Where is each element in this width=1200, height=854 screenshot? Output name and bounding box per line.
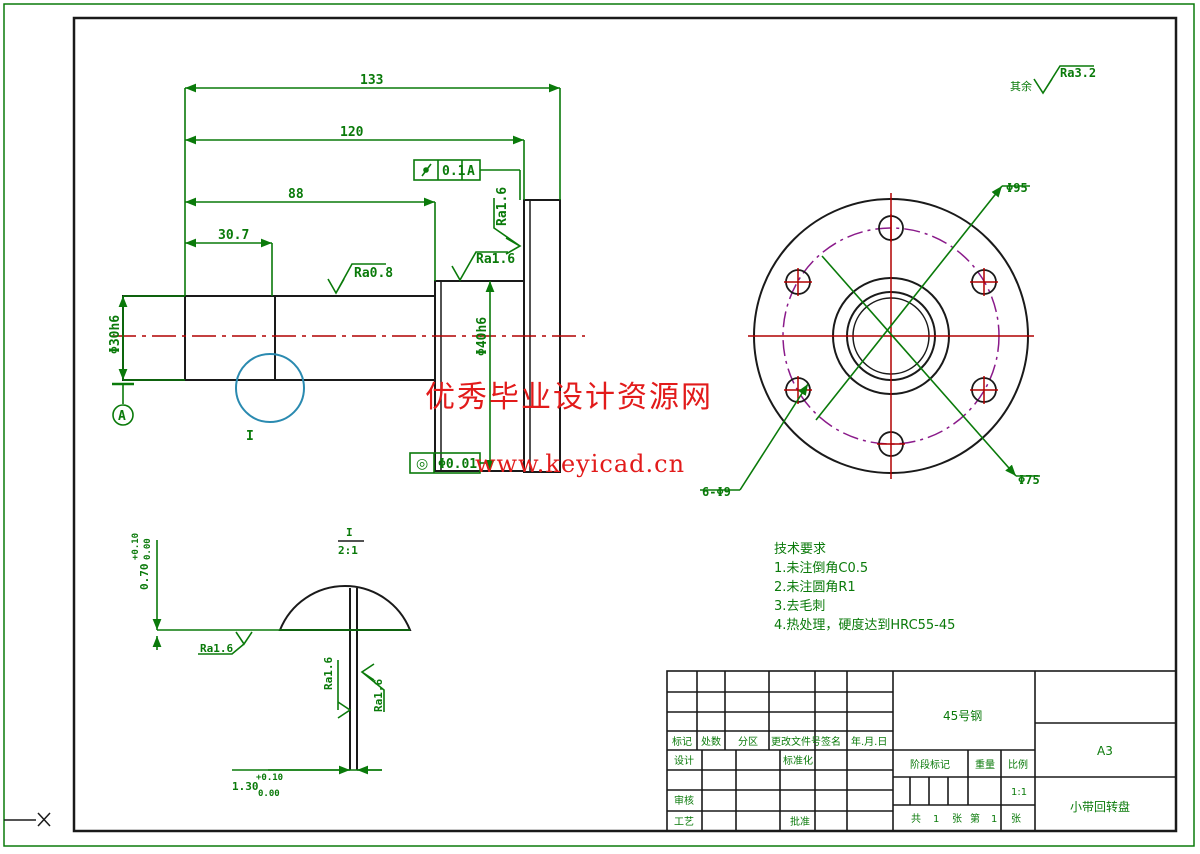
tb-scale-label: 比例 — [1008, 758, 1028, 771]
sheet-border-outer — [3, 3, 1195, 847]
tb-craft: 工艺 — [674, 816, 694, 828]
tb-header-0: 标记 — [672, 736, 692, 748]
detail-roughness-3: Ra1.6 — [372, 679, 385, 712]
tb-part-name: 小带回转盘 — [1070, 799, 1130, 814]
tech-heading: 技术要求 — [774, 542, 826, 557]
tb-weight: 重量 — [975, 758, 995, 771]
runout-value: 0.1 — [442, 164, 466, 179]
detail-circle — [235, 353, 305, 423]
tb-sheet-0: 共 — [911, 813, 921, 825]
detail-title: I — [346, 526, 353, 539]
dim-133: 133 — [360, 73, 383, 88]
dim-diameter-mid: Φ40h6 — [475, 317, 490, 356]
tb-material: 45号钢 — [943, 709, 982, 723]
shaft-front-view — [112, 199, 585, 473]
roughness-ra08: Ra0.8 — [354, 266, 393, 281]
coaxial-value: Φ0.01 — [438, 457, 477, 472]
tech-item-3: 3.去毛刺 — [774, 599, 825, 614]
title-block-text: 标记 处数 分区 更改文件号 签名 年.月.日 设计 标准化 审核 工艺 批准 … — [672, 735, 1028, 828]
tb-header-5: 年.月.日 — [851, 735, 887, 748]
dim-30-7: 30.7 — [218, 228, 249, 243]
coaxial-symbol: ◎ — [416, 456, 428, 472]
dim-bolt-circle: Φ75 — [1018, 473, 1040, 487]
dim-diameter-left: Φ30h6 — [108, 315, 123, 354]
flange-side-view — [700, 185, 1040, 491]
keyway-depth-lower: 0.00 — [143, 538, 153, 560]
tb-header-1: 处数 — [701, 735, 721, 748]
runout-datum: A — [467, 164, 475, 179]
title-block — [666, 670, 1177, 832]
tb-sheet-4: 1 — [991, 814, 997, 825]
detail-roughness-1: Ra1.6 — [200, 642, 233, 655]
title-block-main: 45号钢 A3 小带回转盘 — [943, 709, 1130, 814]
dim-120: 120 — [340, 125, 364, 140]
tb-scale: 1:1 — [1011, 787, 1027, 798]
tb-sheet-2: 张 — [952, 813, 962, 825]
tb-standard: 标准化 — [783, 754, 813, 767]
detail-scale: 2:1 — [338, 544, 358, 557]
keyway-depth-upper: +0.10 — [131, 533, 141, 560]
dim-holes: 6-Φ9 — [702, 485, 731, 499]
flange-labels: Φ95 Φ75 6-Φ9 — [702, 181, 1040, 499]
ucs-icon — [4, 812, 51, 827]
tb-header-2: 分区 — [738, 736, 758, 748]
main-view-labels: 133 120 88 30.7 Φ30h6 Φ40h6 0.1 A Φ0.01 … — [108, 73, 515, 472]
roughness-prefix: 其余 — [1010, 79, 1032, 93]
tb-sheet-5: 张 — [1011, 813, 1021, 825]
tb-sheet-3: 第 — [970, 812, 980, 825]
tb-review: 审核 — [674, 794, 694, 807]
keyway-width-lower: 0.00 — [258, 789, 280, 799]
dim-88: 88 — [288, 187, 304, 202]
detail-labels: I 2:1 0.70 +0.10 0.00 1.30 +0.10 0.00 Ra… — [131, 526, 385, 799]
tb-sheet-size: A3 — [1097, 744, 1113, 758]
dimension-lines — [112, 83, 561, 474]
tech-item-2: 2.未注圆角R1 — [774, 580, 856, 595]
datum-label: A — [118, 409, 126, 424]
tb-header-3: 更改文件号 — [771, 735, 821, 748]
roughness-ra16-top: Ra1.6 — [476, 252, 515, 267]
roughness-general: Ra3.2 — [1060, 66, 1096, 80]
keyway-depth: 0.70 — [138, 564, 151, 591]
detail-ref-label: I — [246, 429, 254, 444]
tb-approve: 批准 — [790, 815, 810, 828]
keyway-width: 1.30 — [232, 780, 259, 793]
dim-flange-outer: Φ95 — [1006, 181, 1028, 195]
detail-roughness-2: Ra1.6 — [322, 657, 335, 690]
keyway-width-upper: +0.10 — [256, 773, 283, 783]
tb-design: 设计 — [674, 754, 694, 767]
tb-header-4: 签名 — [821, 735, 841, 748]
tech-requirements: 技术要求 1.未注倒角C0.5 2.未注圆角R1 3.去毛刺 4.热处理，硬度达… — [774, 542, 955, 633]
tb-sheet-1: 1 — [933, 814, 939, 825]
detail-view — [152, 540, 412, 775]
roughness-ra16-vert: Ra1.6 — [495, 187, 510, 226]
tech-item-4: 4.热处理，硬度达到HRC55-45 — [774, 617, 955, 633]
tech-item-1: 1.未注倒角C0.5 — [774, 561, 868, 576]
general-roughness: 其余 Ra3.2 — [1010, 65, 1096, 95]
tb-stage: 阶段标记 — [910, 758, 950, 771]
sheet-border-inner — [72, 16, 1178, 833]
